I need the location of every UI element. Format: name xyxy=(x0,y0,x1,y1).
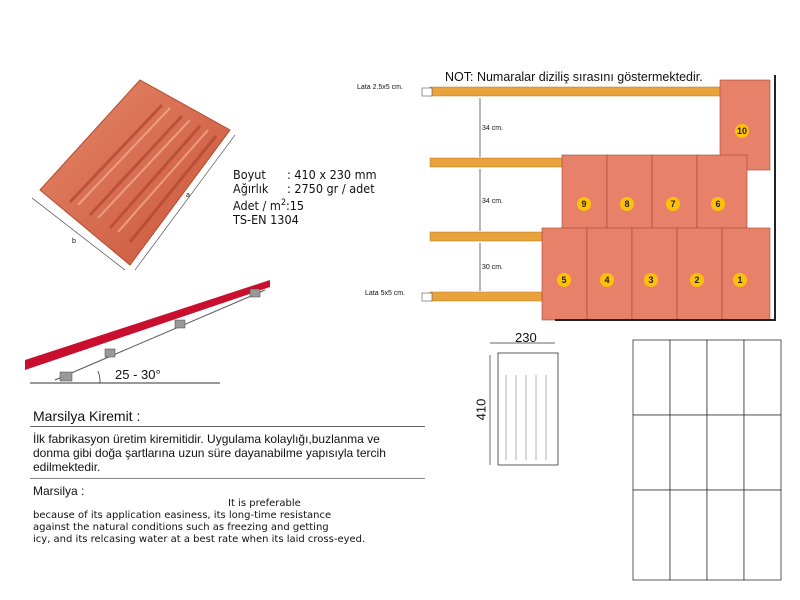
spec-count: Adet / m2:15 xyxy=(233,196,433,213)
tile-label-b: b xyxy=(72,238,76,245)
roof-angle-label: 25 - 30° xyxy=(115,367,161,382)
installation-note: NOT: Numaralar diziliş sırasını gösterme… xyxy=(445,70,703,84)
spec-count-value: :15 xyxy=(285,198,305,214)
spec-count-sup: 2 xyxy=(280,198,286,208)
batten-gap-3: 30 cm. xyxy=(482,264,504,271)
tile-height-dim: 410 xyxy=(473,398,489,421)
description-tr: İlk fabrikasyon üretim kiremitidir. Uygu… xyxy=(33,432,386,474)
tile-number-badge: 4 xyxy=(600,273,614,287)
batten-top-label: Lata 2.5x5 cm. xyxy=(357,84,403,91)
spec-weight: Ağırlık : 2750 gr / adet xyxy=(233,182,433,196)
tile-dimension-drawing xyxy=(489,342,559,466)
tile-number-badge: 1 xyxy=(733,273,747,287)
spec-block: Boyut : 410 x 230 mm Ağırlık : 2750 gr / a… xyxy=(233,168,433,227)
batten-bottom-label: Lata 5x5 cm. xyxy=(365,290,406,297)
description-en-4: icy, and its relcasing water at a best r… xyxy=(33,534,366,545)
description-en-2: because of its application easiness, its… xyxy=(33,510,332,521)
spec-weight-value: : 2750 gr / adet xyxy=(287,181,375,196)
desc-divider xyxy=(30,478,425,479)
tile-number-badge: 3 xyxy=(644,273,658,287)
tile-label-a: a xyxy=(186,192,190,199)
tile-grid-drawing xyxy=(632,339,782,581)
batten-diagram xyxy=(421,75,776,321)
roof-slope-diagram xyxy=(25,280,270,384)
spec-weight-label: Ağırlık xyxy=(233,181,269,196)
tile-number-badge: 9 xyxy=(577,197,591,211)
tile-number-badge: 5 xyxy=(557,273,571,287)
description-en-3: against the natural conditions such as f… xyxy=(33,522,329,533)
spec-size: Boyut : 410 x 230 mm xyxy=(233,168,433,182)
tile-number-badge: 6 xyxy=(711,197,725,211)
spec-standard: TS-EN 1304 xyxy=(233,212,299,228)
batten-gap-2: 34 cm. xyxy=(482,198,504,205)
tile-number-badge: 2 xyxy=(690,273,704,287)
tile-number-badge: 8 xyxy=(620,197,634,211)
spec-size-value: : 410 x 230 mm xyxy=(287,167,377,182)
title-divider xyxy=(30,426,425,427)
tile-illustration xyxy=(31,79,236,271)
tile-number-badge: 7 xyxy=(666,197,680,211)
spec-size-label: Boyut xyxy=(233,167,266,182)
tile-number-badge: 10 xyxy=(735,124,749,138)
tile-width-dim: 230 xyxy=(515,330,537,345)
description-en-1: It is preferable xyxy=(228,498,301,509)
batten-gap-1: 34 cm. xyxy=(482,125,504,132)
subtitle: Marsilya : xyxy=(33,484,85,498)
spec-count-label: Adet / m xyxy=(233,198,281,214)
section-title: Marsilya Kiremit : xyxy=(33,408,141,424)
